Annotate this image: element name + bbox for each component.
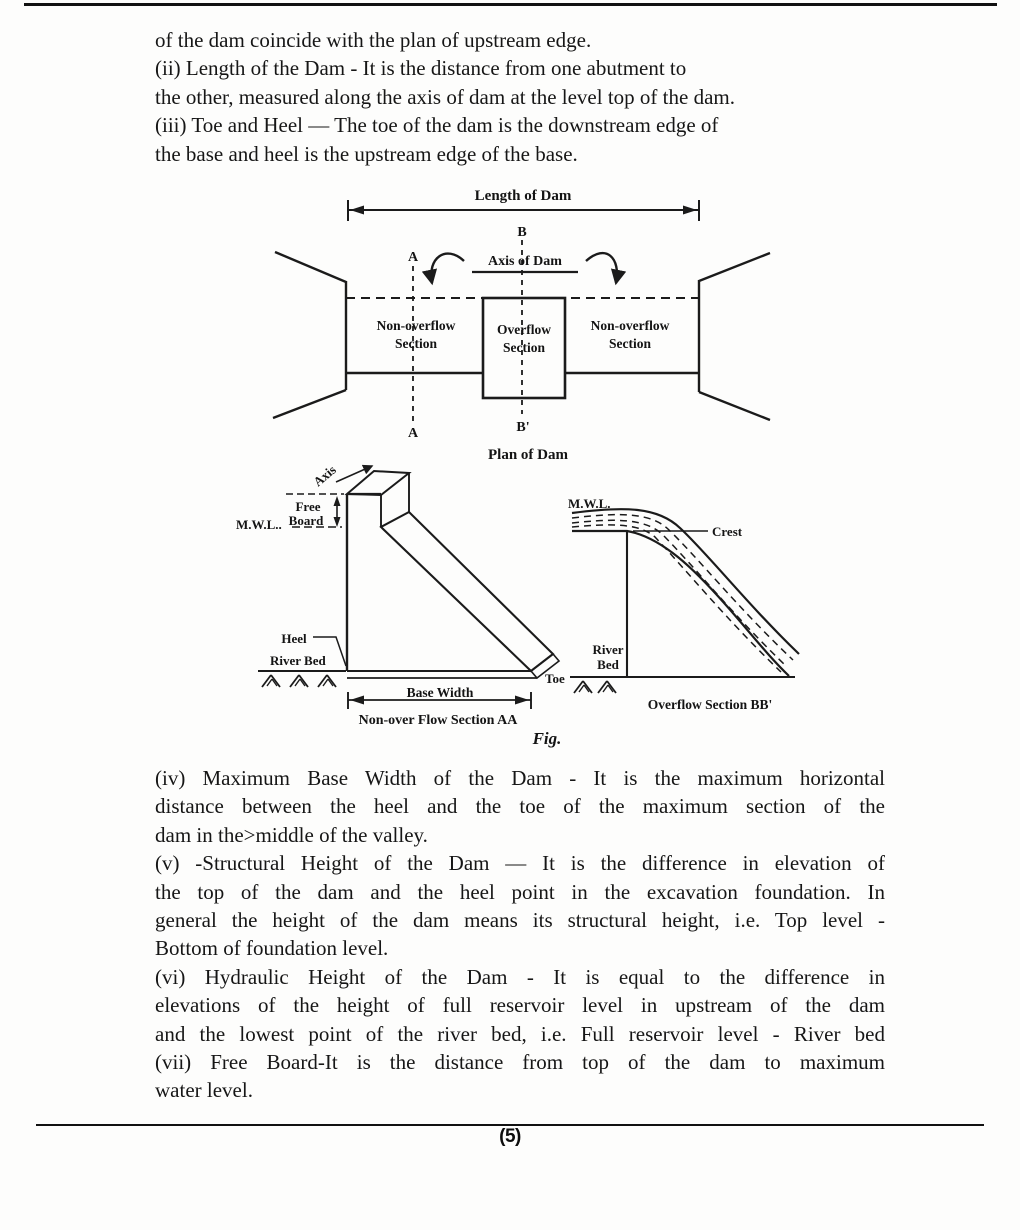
spillway-face [572, 529, 790, 677]
text-line: (ii) Length of the Dam - It is the dista… [155, 56, 687, 81]
lower-paragraphs: (iv) Maximum Base Width of the Dam - It … [155, 764, 885, 1105]
overflow-section-outline [481, 296, 567, 400]
freeboard-label-board: Board [289, 513, 324, 528]
text-line: (vii) Free Board-It is the distance from… [155, 1050, 885, 1075]
toe-label: Toe [545, 671, 565, 686]
top-border-rule [24, 3, 997, 6]
text-line: (v) -Structural Height of the Dam — It i… [155, 851, 885, 876]
river-bed-label-aa: River Bed [270, 653, 326, 668]
fig-label: Fig. [532, 729, 562, 748]
upper-paragraphs: of the dam coincide with the plan of ups… [155, 26, 885, 168]
heel-label: Heel [281, 631, 307, 646]
plan-caption: Plan of Dam [488, 447, 569, 463]
nonoverflow-left-label2: Section [395, 336, 437, 351]
page-number: (5) [499, 1126, 521, 1147]
dam-downstream-slope [379, 510, 555, 673]
text-line: water level. [155, 1078, 253, 1103]
axis-arrow-right [585, 251, 627, 286]
section-bb-diagram: M.W.L. Crest River Bed Overflow Section … [568, 496, 800, 712]
section-aa-caption: Non-over Flow Section AA [359, 713, 519, 728]
river-bed-label-bb: River [592, 642, 623, 657]
overflow-label2: Section [503, 340, 545, 355]
text-line: dam in the>middle of the valley. [155, 822, 428, 847]
dam-crest-top-face [344, 469, 412, 497]
text-line: Bottom of foundation level. [155, 936, 389, 961]
plan-label-b-prime: B' [516, 420, 529, 435]
plan-label-b: B [517, 225, 526, 240]
nonoverflow-right-label2: Section [609, 336, 651, 351]
right-abutment [697, 251, 771, 422]
ground-hatch [261, 674, 281, 688]
ground-hatch [289, 674, 309, 688]
axis-of-dam-label: Axis of Dam [488, 254, 562, 269]
ground-hatch [597, 680, 617, 694]
text-line: general the height of the dam means its … [155, 908, 885, 933]
crest-label: Crest [712, 524, 743, 539]
text-line: and the lowest point of the river bed, i… [155, 1021, 885, 1046]
section-bb-caption: Overflow Section BB' [648, 697, 773, 712]
text-line: (vi) Hydraulic Height of the Dam - It is… [155, 964, 885, 989]
river-bed-label-bb2: Bed [597, 657, 619, 672]
plan-diagram: Length of Dam B B' A A Axis of Dam Non- [272, 188, 771, 463]
mwl-label-aa: M.W.L.. [236, 517, 282, 532]
base-width-label: Base Width [407, 685, 474, 700]
text-line: (iv) Maximum Base Width of the Dam - It … [155, 766, 885, 790]
text-line: the other, measured along the axis of da… [155, 84, 735, 109]
axis-arrow-left [421, 252, 465, 286]
left-abutment [272, 250, 348, 420]
text-line: of the dam coincide with the plan of ups… [155, 28, 592, 52]
heel-leader-line [313, 636, 347, 667]
freeboard-label-free: Free [295, 499, 320, 514]
nonoverflow-left-label: Non-overflow [377, 318, 456, 333]
nonoverflow-right-label: Non-overflow [591, 318, 670, 333]
ground-hatch [317, 674, 337, 688]
section-aa-diagram: Axis Free Board M.W.L.. Heel River Bed T… [236, 462, 565, 748]
text-line: the top of the dam and the heel point in… [155, 879, 885, 904]
text-line: the base and heel is the upstream edge o… [155, 141, 578, 166]
axis-label: Axis [310, 462, 338, 489]
dam-toe-cap [529, 652, 561, 680]
plan-label-a-bottom: A [408, 426, 419, 441]
text-line: (iii) Toe and Heel — The toe of the dam … [155, 113, 719, 138]
axis-direction-arrow [335, 464, 374, 483]
length-of-dam-label: Length of Dam [475, 188, 572, 204]
text-line: elevations of the height of full reservo… [155, 993, 885, 1018]
overflow-label: Overflow [497, 322, 551, 337]
bottom-border-rule [36, 1124, 984, 1126]
text-line: distance between the heel and the toe of… [155, 794, 885, 819]
plan-label-a-top: A [408, 250, 419, 265]
mwl-label-bb: M.W.L. [568, 496, 611, 511]
ground-hatch [573, 680, 593, 694]
